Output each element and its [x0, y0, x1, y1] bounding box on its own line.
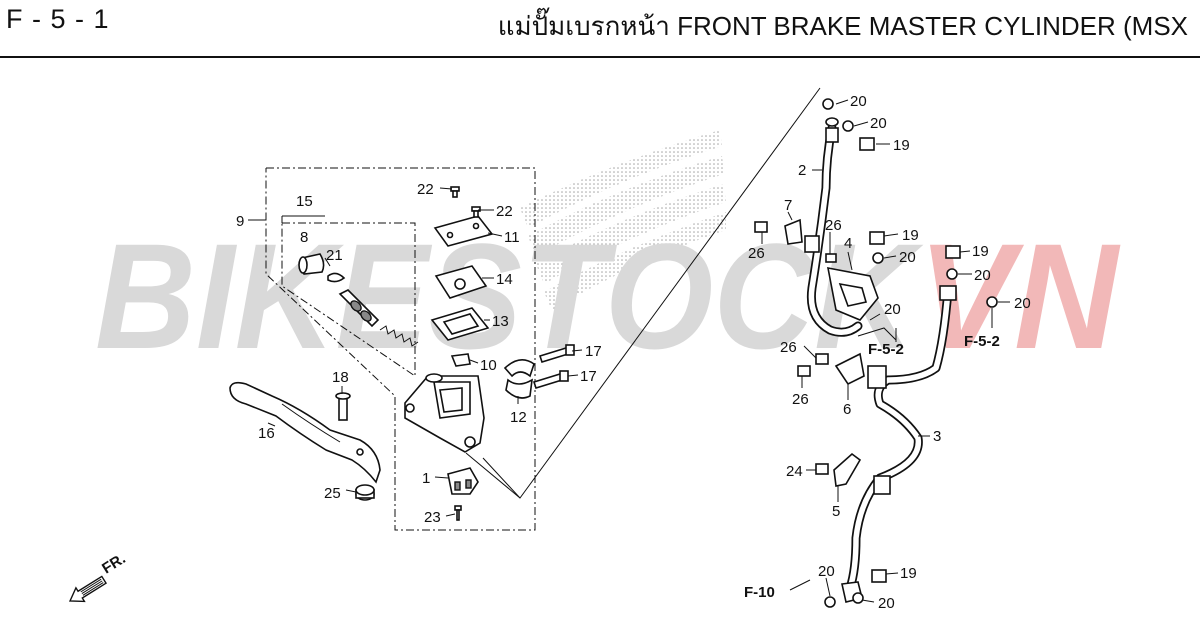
callout-20: 20: [818, 563, 835, 580]
diaphragm-plate: [434, 265, 488, 299]
callout-26: 26: [780, 339, 797, 356]
hose-stay-upper: [797, 352, 865, 386]
callout-20: 20: [974, 267, 991, 284]
title-divider: [0, 56, 1200, 58]
callout-17: 17: [580, 368, 597, 385]
callout-20: 20: [1014, 295, 1031, 312]
brake-hose-upper: [806, 117, 863, 337]
callout-20: 20: [878, 595, 895, 612]
piston-spring: [379, 325, 419, 347]
diaphragm: [430, 307, 490, 341]
callout-7: 7: [784, 197, 792, 214]
callout-18: 18: [332, 369, 349, 386]
callout-19: 19: [972, 243, 989, 260]
master-cylinder-holder: [503, 359, 535, 399]
brake-lever: [229, 381, 381, 484]
callout-10: 10: [480, 357, 497, 374]
assembly-connector-lines: [465, 87, 821, 499]
joint-3way: [826, 266, 879, 321]
callout-24: 24: [786, 463, 803, 480]
brake-light-switch: [447, 467, 479, 521]
cap-screw: [450, 186, 481, 218]
callout-19: 19: [893, 137, 910, 154]
callout-1: 1: [422, 470, 430, 487]
callout-14: 14: [496, 271, 513, 288]
snap-ring: [327, 272, 346, 283]
hose-clamp: [784, 218, 820, 253]
master-cylinder-body: [404, 373, 485, 453]
callout-15: 15: [296, 193, 313, 210]
callout-9: 9: [236, 213, 244, 230]
section-code: F - 5 - 1: [6, 4, 110, 34]
callout-11: 11: [504, 229, 520, 246]
parts-diagram: BIKESTOCK VN: [0, 58, 1200, 623]
callout-19: 19: [900, 565, 917, 582]
callout-22: 22: [417, 181, 434, 198]
hose-stay-lower: [815, 452, 862, 487]
orientation-arrow: [68, 575, 108, 603]
callout-6: 6: [843, 401, 851, 418]
callout-4: 4: [844, 235, 852, 252]
callout-16: 16: [258, 425, 275, 442]
reference-f-5-2: F-5-2: [964, 333, 1000, 350]
reference-f-5-2: F-5-2: [868, 341, 904, 358]
watermark-text-left: BIKESTOCK: [95, 212, 924, 380]
leader-lines: [324, 99, 1010, 603]
page-title: แม่ปั๊มเบรกหน้า FRONT BRAKE MASTER CYLIN…: [497, 11, 1188, 41]
site-watermark: BIKESTOCK VN: [95, 212, 1121, 380]
callout-23: 23: [424, 509, 441, 526]
page-header: F - 5 - 1 แม่ปั๊มเบรกหน้า FRONT BRAKE MA…: [0, 0, 1200, 58]
callout-5: 5: [832, 503, 840, 520]
lever-pivot-nut: [355, 484, 375, 501]
cross-references: F-5-2 F-5-2 F-10: [744, 333, 1000, 601]
callout-22: 22: [496, 203, 513, 220]
callout-17: 17: [585, 343, 602, 360]
callout-labels: 22 22 11 14 13 10 17 17 12 9 15 8 21 18 …: [236, 93, 1031, 612]
callout-26: 26: [748, 245, 765, 262]
orientation-label: FR.: [99, 550, 129, 577]
reference-f-10: F-10: [744, 584, 775, 601]
brake-hose-lower: [841, 285, 957, 603]
callout-21: 21: [326, 247, 343, 264]
callout-20: 20: [870, 115, 887, 132]
callout-20: 20: [850, 93, 867, 110]
callout-2: 2: [798, 162, 806, 179]
wing-logo-watermark: [520, 130, 726, 310]
reservoir-protector: [450, 353, 471, 367]
callout-20: 20: [899, 249, 916, 266]
pivot-bolt: [335, 392, 351, 421]
callout-26: 26: [825, 217, 842, 234]
piston-boot: [298, 253, 325, 275]
callout-26: 26: [792, 391, 809, 408]
callout-8: 8: [300, 229, 308, 246]
callout-12: 12: [510, 409, 527, 426]
callout-19: 19: [902, 227, 919, 244]
callout-25: 25: [324, 485, 341, 502]
callout-20: 20: [884, 301, 901, 318]
callout-3: 3: [933, 428, 941, 445]
callout-13: 13: [492, 313, 509, 330]
hose-upper-bolts-washers: [754, 98, 885, 264]
piston: [338, 289, 380, 328]
holder-bolts: [532, 344, 575, 389]
group-outline-master-cylinder: [248, 167, 536, 531]
hose-lower-bolts-washers: [824, 245, 998, 608]
